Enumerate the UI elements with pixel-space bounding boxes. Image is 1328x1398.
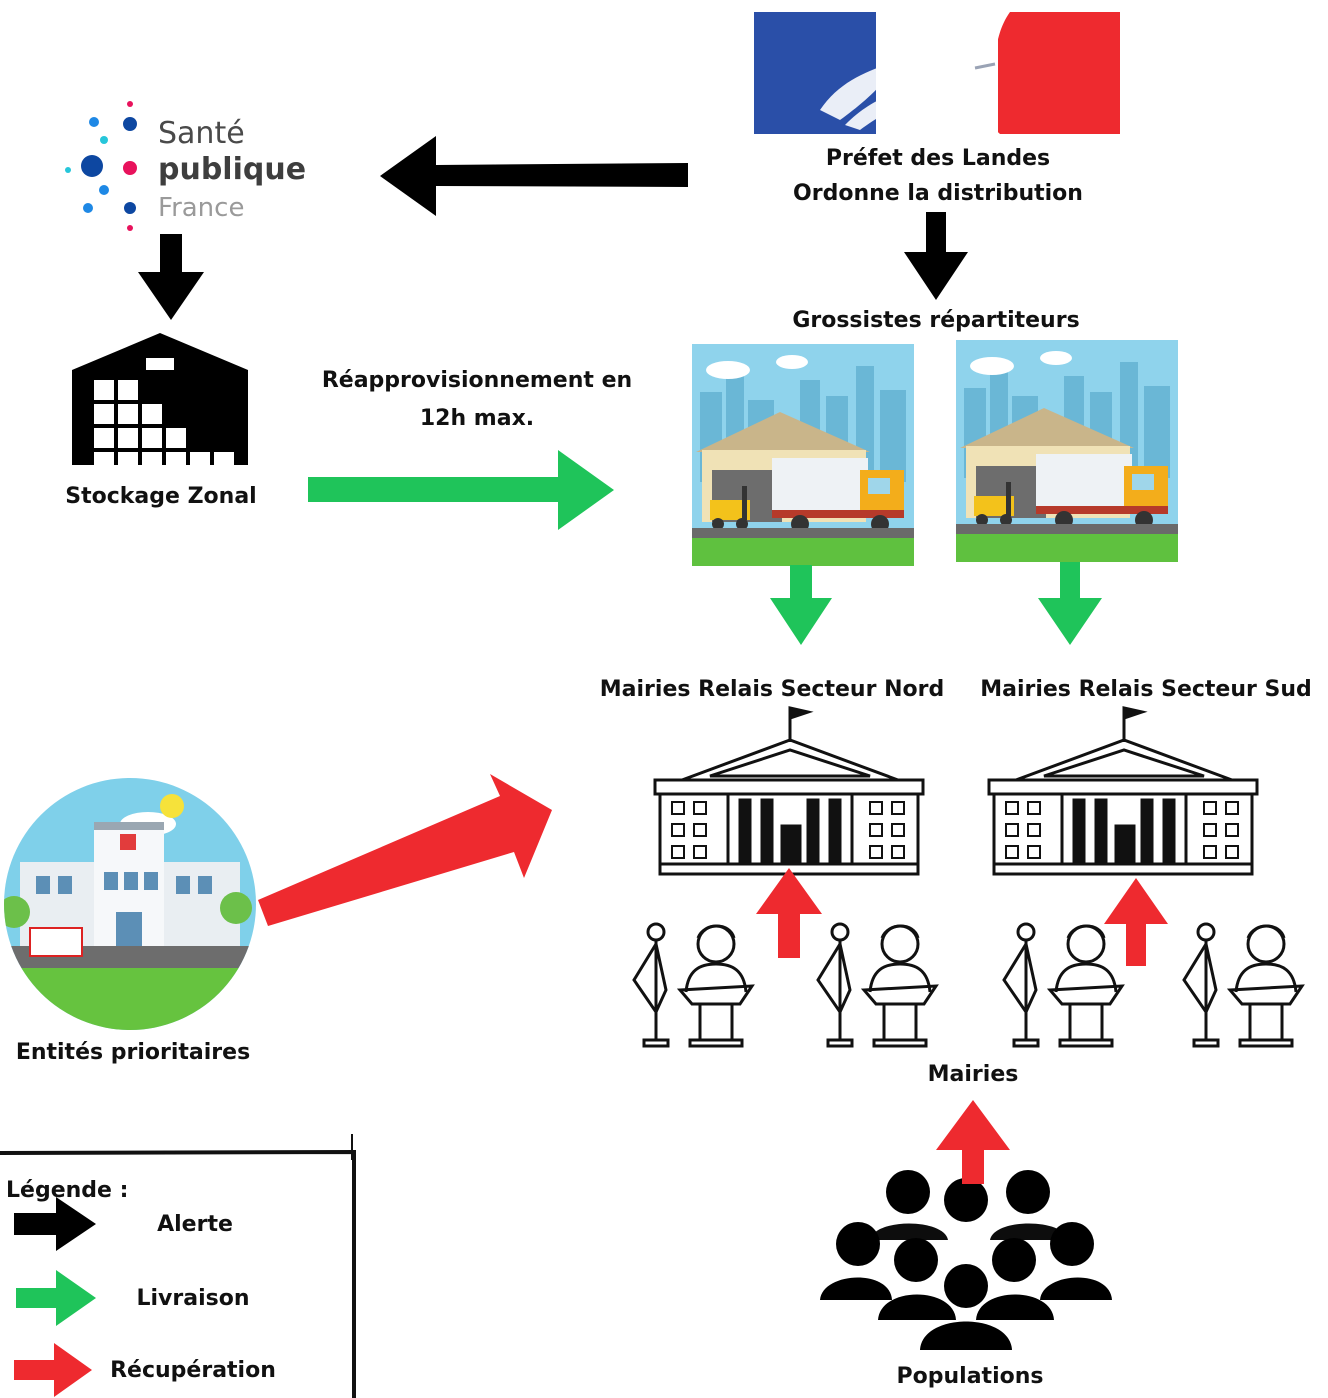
mayor-speaker-icon bbox=[632, 922, 755, 1048]
reappro-label-line1: Réapprovisionnement en bbox=[321, 368, 633, 393]
town-hall-sud-icon bbox=[987, 706, 1259, 876]
delivery-arrow-stockage-to-grossistes bbox=[308, 450, 614, 530]
marianne-emblem bbox=[754, 12, 1120, 134]
pickup-arrow-mairies-to-sud bbox=[1104, 878, 1168, 966]
mairies-sud-label: Mairies Relais Secteur Sud bbox=[980, 677, 1312, 702]
pickup-arrow-entites-to-mairies bbox=[258, 774, 552, 926]
prefet-title: Préfet des Landes bbox=[825, 146, 1051, 171]
legend-label-livraison: Livraison bbox=[136, 1286, 250, 1311]
grossistes-label: Grossistes répartiteurs bbox=[792, 308, 1080, 333]
stockage-label: Stockage Zonal bbox=[65, 484, 257, 509]
logo-text-publique: publique bbox=[158, 152, 307, 187]
delivery-arrow-grossiste2-to-sud bbox=[1038, 562, 1102, 645]
mairies-label: Mairies bbox=[927, 1062, 1019, 1087]
reappro-label-line2: 12h max. bbox=[419, 406, 535, 431]
pickup-arrow-populations-to-mairies bbox=[936, 1100, 1010, 1184]
alert-arrow-prefet-to-grossistes bbox=[904, 212, 968, 300]
legend-title: Légende : bbox=[6, 1178, 129, 1203]
legend-delivery-arrow bbox=[16, 1270, 96, 1326]
logo-text-sante: Santé bbox=[158, 116, 245, 151]
legend-pickup-arrow bbox=[14, 1343, 92, 1397]
logo-text-france: France bbox=[158, 193, 245, 223]
pickup-arrow-mairies-to-nord bbox=[756, 868, 822, 958]
wholesaler-illustration-2 bbox=[956, 340, 1178, 562]
legend-box bbox=[0, 1134, 356, 1398]
mairies-nord-label: Mairies Relais Secteur Nord bbox=[599, 677, 945, 702]
hospital-illustration bbox=[4, 778, 256, 1030]
legend-label-alerte: Alerte bbox=[157, 1212, 233, 1237]
delivery-arrow-grossiste1-to-nord bbox=[770, 565, 832, 645]
wholesaler-illustration-1 bbox=[692, 344, 914, 566]
sante-publique-france-logo bbox=[65, 101, 137, 231]
alert-arrow-prefet-to-spf bbox=[380, 136, 688, 216]
arrows bbox=[138, 136, 1168, 1184]
prefet-subtitle: Ordonne la distribution bbox=[793, 181, 1083, 206]
alert-arrow-spf-to-stockage bbox=[138, 234, 204, 320]
legend-alert-arrow bbox=[14, 1197, 96, 1251]
legend-label-recuperation: Récupération bbox=[110, 1358, 276, 1383]
populations-label: Populations bbox=[896, 1364, 1044, 1389]
town-hall-nord-icon bbox=[653, 706, 925, 876]
population-crowd-icon bbox=[820, 1170, 1112, 1350]
entites-label: Entités prioritaires bbox=[15, 1040, 251, 1065]
warehouse-icon bbox=[72, 333, 248, 465]
